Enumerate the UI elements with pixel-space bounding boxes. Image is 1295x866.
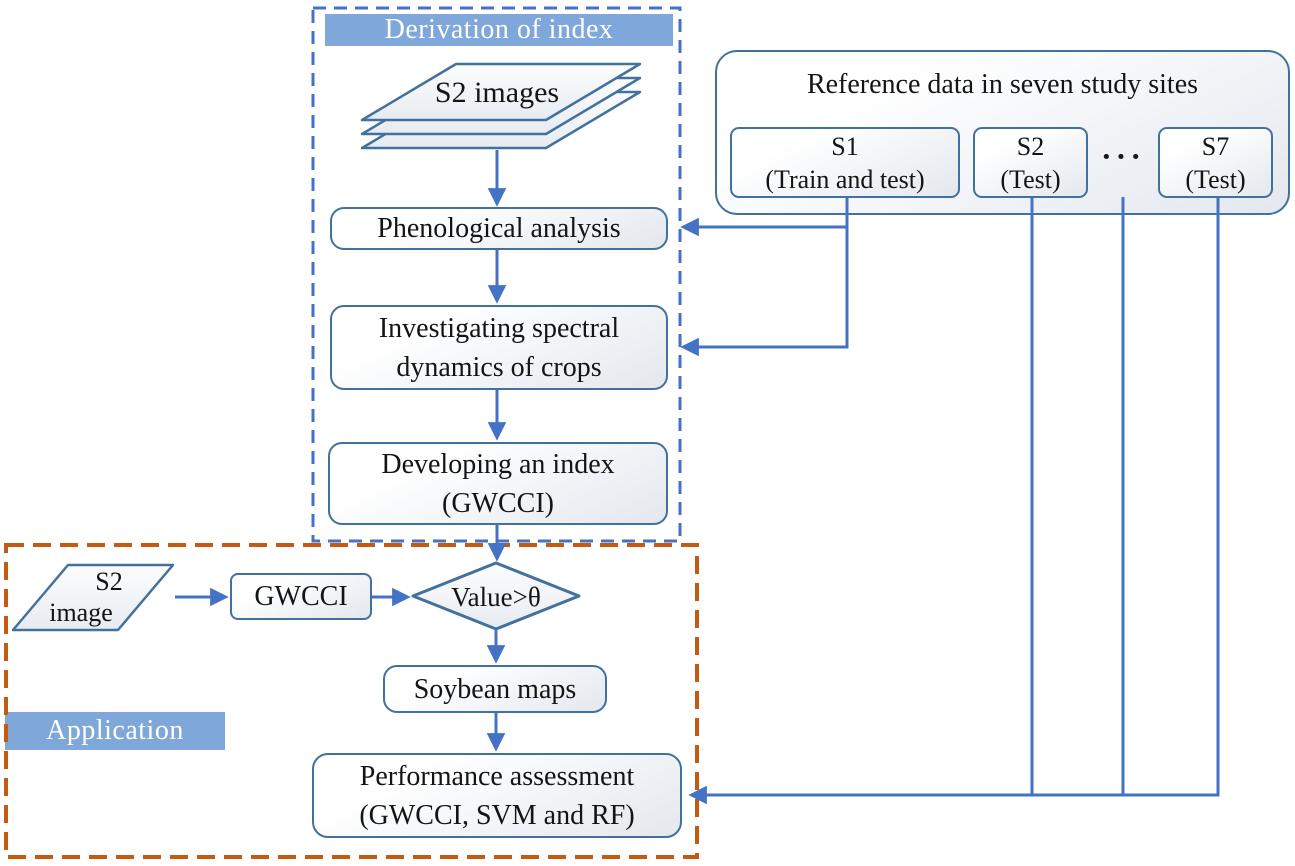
s2-image-label-line2: image	[49, 598, 113, 627]
site-s1-name: S1	[831, 131, 859, 161]
application-title-text: Application	[46, 715, 184, 746]
reference-panel-title: Reference data in seven study sites	[806, 69, 1199, 100]
s2-image-label: S2 image	[28, 566, 158, 628]
site-s2-role: (Test)	[1000, 164, 1061, 194]
developing-line2: (GWCCI)	[442, 487, 554, 519]
s2-image-label-line1: S2	[95, 567, 123, 596]
value-threshold-label: Value>θ	[451, 582, 541, 612]
sites-ellipsis: ···	[1100, 138, 1145, 174]
site-s7-box: S7 (Test)	[1158, 127, 1273, 198]
soybean-maps-label: Soybean maps	[413, 673, 577, 705]
site-s7-name: S7	[1201, 131, 1230, 161]
site-s2-name: S2	[1016, 131, 1045, 161]
phenological-analysis-label: Phenological analysis	[377, 213, 621, 244]
phenological-analysis-box: Phenological analysis	[330, 207, 668, 250]
performance-line1: Performance assessment	[359, 760, 635, 792]
site-s1-box: S1 (Train and test)	[730, 127, 960, 198]
site-s2-box: S2 (Test)	[973, 127, 1088, 198]
connector-sites-to-performance	[688, 198, 1220, 805]
s2-images-label: S2 images	[434, 76, 560, 109]
developing-line1: Developing an index	[381, 448, 615, 480]
site-s1-role: (Train and test)	[765, 164, 925, 194]
investigating-line1: Investigating spectral	[378, 312, 620, 344]
performance-assessment-box: Performance assessment (GWCCI, SVM and R…	[312, 753, 682, 838]
performance-line2: (GWCCI, SVM and RF)	[359, 799, 635, 831]
connector-s1-to-investigating	[680, 197, 849, 357]
gwcci-label: GWCCI	[254, 581, 348, 612]
gwcci-box: GWCCI	[230, 573, 372, 620]
site-s7-role: (Test)	[1185, 164, 1246, 194]
derivation-section-title: Derivation of index	[325, 14, 673, 46]
application-section-title: Application	[5, 712, 225, 750]
investigating-spectral-box: Investigating spectral dynamics of crops	[330, 305, 668, 390]
derivation-title-text: Derivation of index	[384, 14, 614, 45]
developing-index-box: Developing an index (GWCCI)	[328, 442, 668, 525]
soybean-maps-box: Soybean maps	[383, 665, 607, 713]
investigating-line2: dynamics of crops	[396, 351, 602, 383]
